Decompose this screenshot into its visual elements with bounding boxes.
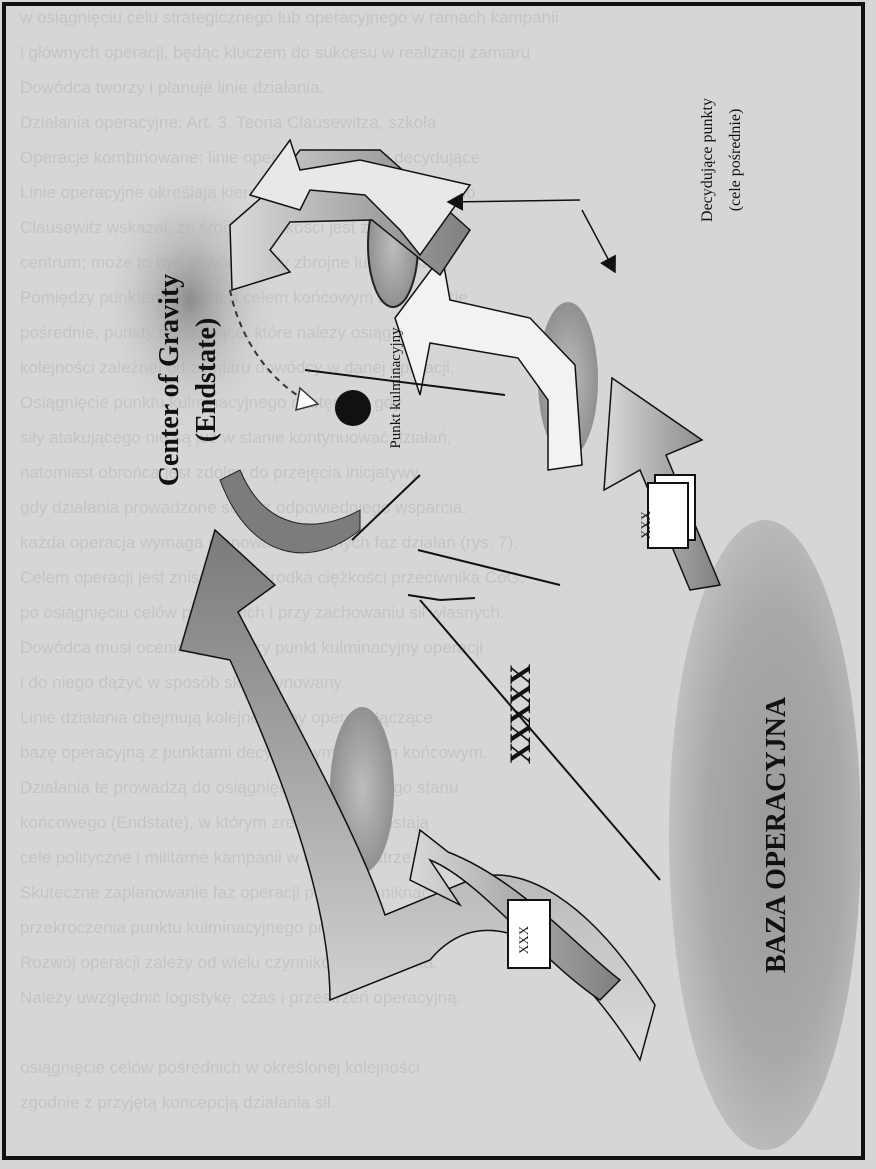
figure-frame	[2, 2, 865, 1160]
